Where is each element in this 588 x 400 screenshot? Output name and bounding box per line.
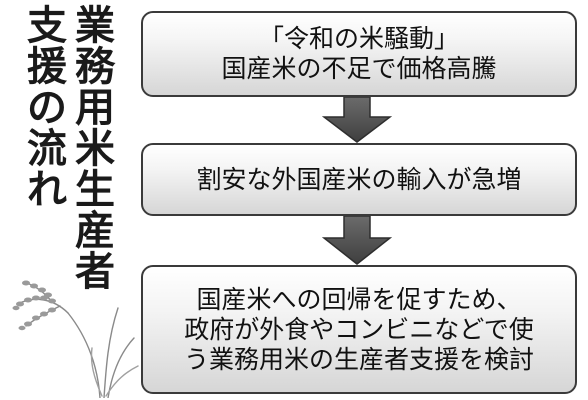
step-box-3: 国産米への回帰を促すため、 政府が外食やコンビニなどで使 う業務用米の生産者支援… [141, 265, 577, 394]
down-arrow-icon [322, 97, 392, 143]
step-box-2: 割安な外国産米の輸入が急増 [141, 143, 577, 216]
step-1-line-1: 「令和の米騒動」 [258, 24, 459, 53]
step-3-line-1: 国産米への回帰を促すため、 [196, 284, 522, 314]
step-3-line-2: 政府が外食やコンビニなどで使 [184, 314, 534, 344]
step-3-line-3: う業務用米の生産者支援を検討 [183, 344, 534, 374]
down-arrow-icon [322, 216, 392, 265]
step-2-line-1: 割安な外国産米の輸入が急増 [196, 164, 522, 194]
title-line-1: 業務用米生産者 [75, 3, 115, 295]
step-box-1: 「令和の米騒動」 国産米の不足で価格高騰 [141, 11, 577, 97]
step-1-line-2: 国産米の不足で価格高騰 [221, 54, 497, 83]
rice-plant-icon [12, 280, 139, 398]
title-line-2: 支援の流れ [27, 3, 67, 213]
